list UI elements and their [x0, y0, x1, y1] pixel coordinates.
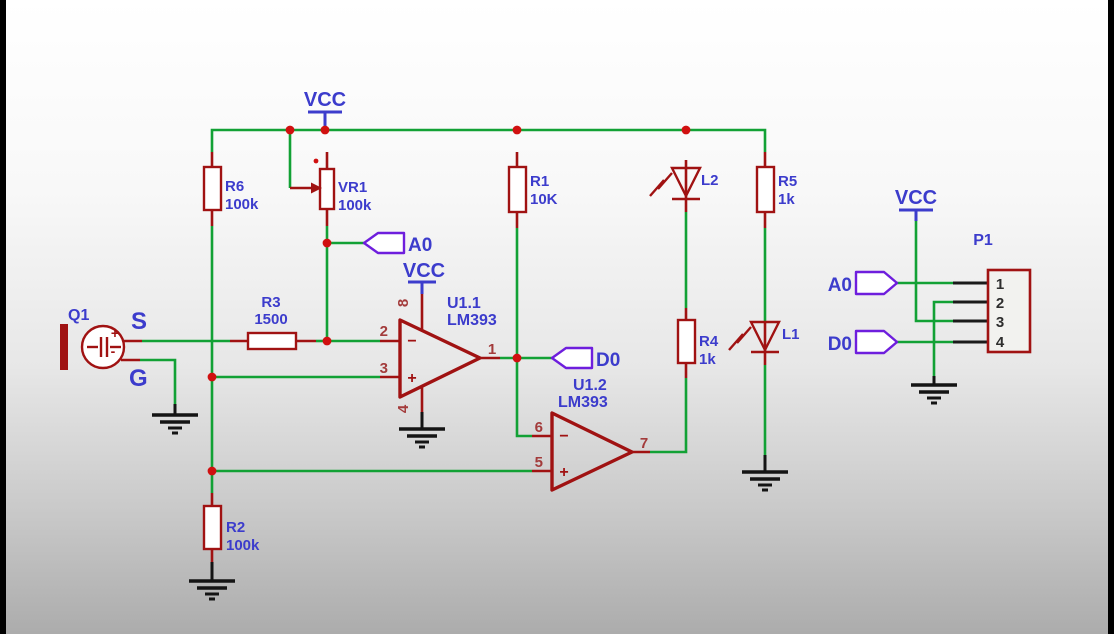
ground-l1: [742, 455, 788, 492]
mic-ref: Q1: [68, 307, 89, 324]
a0-header-label: A0: [828, 275, 852, 296]
r4-ref: R4: [699, 333, 719, 350]
port-d0: D0: [550, 346, 620, 371]
r1-value: 10K: [530, 191, 558, 208]
connector-p1: 1 2 3 4 P1: [953, 232, 1032, 354]
vr1-value: 100k: [338, 197, 372, 214]
video-letterbox-right: [1108, 0, 1114, 634]
vcc-symbol-opamp: VCC: [403, 260, 445, 294]
ground-header: [911, 376, 957, 405]
mic-body-bar: [60, 324, 68, 370]
opamp-u1a: − + 2 3 1 8 4 U1.1 LM393: [380, 294, 500, 413]
vcc-symbol-main: VCC: [304, 89, 346, 128]
ground-r2: [189, 562, 235, 601]
r1-ref: R1: [530, 173, 549, 190]
u1a-pin8: 8: [395, 299, 412, 307]
p1-ref: P1: [973, 232, 993, 249]
led-l2: L2: [649, 160, 719, 212]
p1-body: [986, 268, 1032, 354]
r5-ref: R5: [778, 173, 797, 190]
ground-opamp: [399, 412, 445, 449]
resistor-r3: R3 1500: [230, 294, 316, 351]
video-letterbox-left: [0, 0, 6, 634]
p1-pin2: 2: [996, 295, 1004, 312]
mic-minus-sign: -: [111, 343, 116, 359]
vr1-ref: VR1: [338, 179, 367, 196]
r5-value: 1k: [778, 191, 795, 208]
vcc-label: VCC: [403, 260, 445, 282]
u1a-part: LM393: [447, 312, 497, 329]
u1b-part: LM393: [558, 394, 608, 411]
a0-header-shape: [854, 270, 899, 296]
d0-port-shape: [550, 346, 594, 370]
a0-port-shape: [362, 231, 406, 255]
l2-ref: L2: [701, 172, 719, 189]
u1a-pin2: 2: [380, 323, 388, 340]
p1-pin4: 4: [996, 334, 1005, 351]
resistor-r5: R5 1k: [755, 152, 797, 228]
p1-pin3: 3: [996, 314, 1004, 331]
u1a-pin1: 1: [488, 341, 496, 358]
net-wires: [140, 128, 953, 493]
potentiometer-vr1: VR1 100k: [290, 152, 372, 226]
header-port-a0: A0: [828, 270, 899, 296]
u1b-inverting-sign: −: [559, 428, 568, 445]
d0-port-label: D0: [596, 350, 620, 371]
vr1-marker-dot: [313, 158, 319, 164]
u1b-noninverting-sign: +: [559, 464, 568, 481]
r6-ref: R6: [225, 178, 244, 195]
vcc-label: VCC: [304, 89, 346, 111]
u1a-pin3: 3: [380, 360, 388, 377]
r3-ref: R3: [261, 294, 280, 311]
u1b-pin6: 6: [535, 419, 543, 436]
microphone-q1: Q1 + - S G: [60, 307, 148, 392]
vcc-symbol-header: VCC: [895, 187, 937, 221]
mic-ground-label: G: [129, 365, 148, 392]
u1a-noninverting-sign: +: [407, 370, 416, 387]
resistor-r2: R2 100k: [202, 493, 260, 562]
u1a-pin4: 4: [395, 404, 412, 413]
mic-plus-sign: +: [111, 325, 119, 341]
header-port-d0: D0: [828, 329, 899, 355]
opamp-u1b: − + 6 5 7 U1.2 LM393: [532, 377, 650, 492]
d0-header-shape: [854, 329, 899, 355]
led-l1: L1: [728, 320, 800, 365]
u1b-ref: U1.2: [573, 377, 607, 394]
r2-value: 100k: [226, 537, 260, 554]
vr1-wiper-arrow: [311, 182, 322, 194]
u1a-inverting-sign: −: [407, 333, 416, 350]
d0-header-label: D0: [828, 334, 852, 355]
r2-ref: R2: [226, 519, 245, 536]
junction-dots: [207, 125, 691, 476]
vcc-label: VCC: [895, 187, 937, 209]
mic-signal-label: S: [131, 308, 147, 335]
a0-port-label: A0: [408, 235, 432, 256]
resistor-r4: R4 1k: [676, 308, 719, 378]
p1-pin1: 1: [996, 276, 1004, 293]
mic-circle: [80, 324, 126, 370]
l1-ref: L1: [782, 326, 800, 343]
u1b-pin5: 5: [535, 454, 543, 471]
r3-value: 1500: [254, 311, 287, 328]
resistor-r1: R1 10K: [507, 152, 558, 228]
r4-value: 1k: [699, 351, 716, 368]
port-a0: A0: [362, 231, 432, 256]
ground-mic: [152, 404, 198, 435]
u1a-ref: U1.1: [447, 295, 481, 312]
resistor-r6: R6 100k: [202, 152, 259, 226]
r6-value: 100k: [225, 196, 259, 213]
u1b-pin7: 7: [640, 435, 648, 452]
